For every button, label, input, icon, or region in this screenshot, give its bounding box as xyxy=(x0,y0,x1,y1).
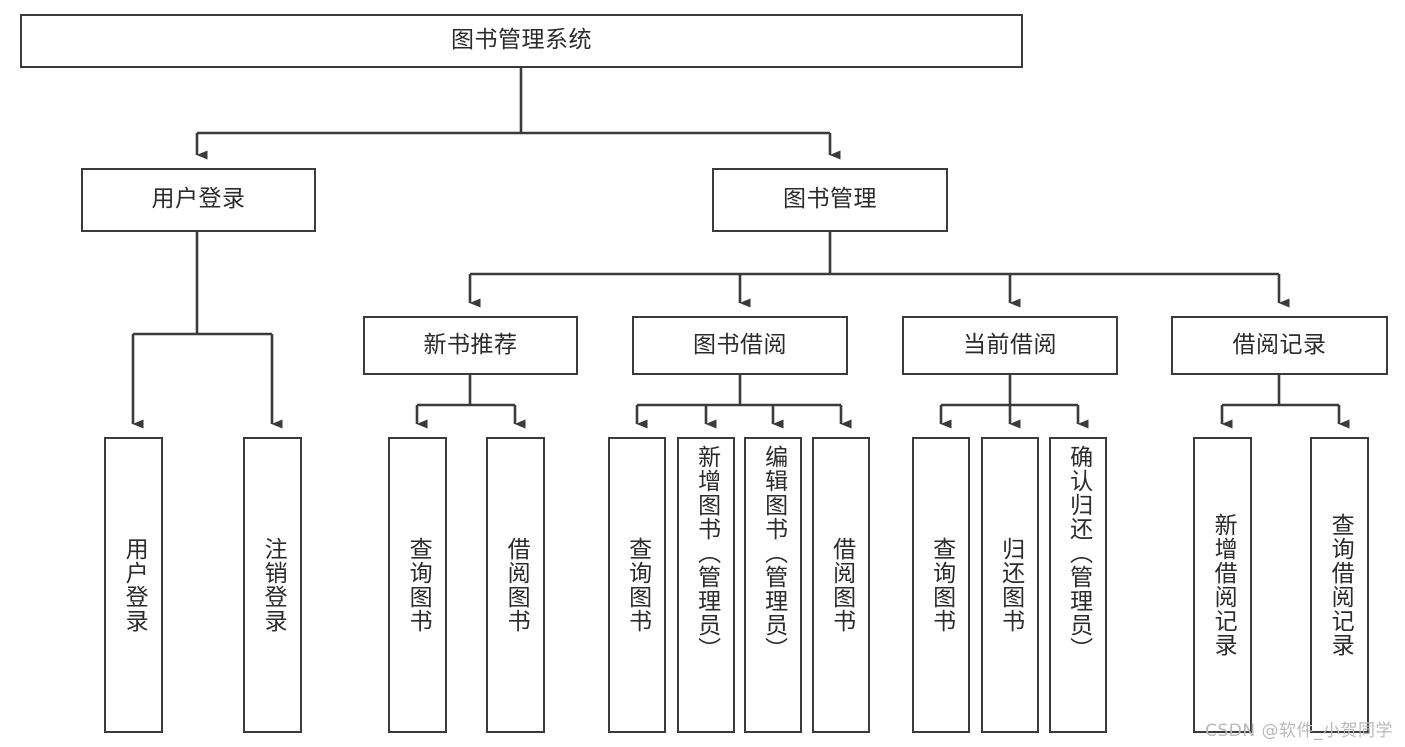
node-leaf-edit-book[interactable]: 编辑图书（管理员） xyxy=(744,437,802,733)
node-user-login[interactable]: 用户登录 xyxy=(81,168,316,232)
node-book-manage[interactable]: 图书管理 xyxy=(712,168,948,232)
node-label: 借阅图书 xyxy=(828,537,855,633)
csdn-watermark: CSDN @软件_小贺同学 xyxy=(1205,721,1393,741)
node-leaf-query-borrow-record[interactable]: 查询借阅记录 xyxy=(1310,437,1369,733)
node-leaf-query-book-recommend[interactable]: 查询图书 xyxy=(388,437,447,733)
node-label: 图书借阅 xyxy=(693,331,787,358)
node-leaf-user-logout[interactable]: 注销登录 xyxy=(243,437,302,733)
node-leaf-confirm-return[interactable]: 确认归还（管理员） xyxy=(1049,437,1107,733)
node-label: 当前借阅 xyxy=(963,331,1057,358)
node-label: 图书管理 xyxy=(783,186,877,213)
node-label: 新增借阅记录 xyxy=(1210,513,1237,657)
node-leaf-user-login[interactable]: 用户登录 xyxy=(104,437,163,733)
node-leaf-add-borrow-record[interactable]: 新增借阅记录 xyxy=(1193,437,1252,733)
node-new-book-recommend[interactable]: 新书推荐 xyxy=(363,316,578,375)
node-leaf-borrow-book-recommend[interactable]: 借阅图书 xyxy=(486,437,545,733)
node-label: 确认归还（管理员） xyxy=(1065,445,1092,661)
node-label: 借阅记录 xyxy=(1232,331,1327,358)
node-label: 新书推荐 xyxy=(423,331,518,358)
node-leaf-return-book[interactable]: 归还图书 xyxy=(981,437,1039,733)
node-current-borrow[interactable]: 当前借阅 xyxy=(902,316,1118,375)
node-label: 注销登录 xyxy=(260,537,287,633)
node-borrow-record[interactable]: 借阅记录 xyxy=(1171,316,1388,375)
node-label: 用户登录 xyxy=(151,186,246,213)
node-label: 查询图书 xyxy=(405,537,432,633)
node-leaf-query-book-borrow[interactable]: 查询图书 xyxy=(608,437,666,733)
node-leaf-borrow-book[interactable]: 借阅图书 xyxy=(812,437,870,733)
node-label: 归还图书 xyxy=(997,537,1024,633)
node-label: 查询图书 xyxy=(624,537,651,633)
node-root-book-management-system[interactable]: 图书管理系统 xyxy=(20,14,1023,68)
node-book-borrow[interactable]: 图书借阅 xyxy=(632,316,848,375)
node-label: 图书管理系统 xyxy=(451,27,592,54)
node-leaf-add-book[interactable]: 新增图书（管理员） xyxy=(677,437,735,733)
node-label: 查询借阅记录 xyxy=(1327,513,1354,657)
node-label: 用户登录 xyxy=(121,537,148,633)
node-label: 查询图书 xyxy=(928,537,955,633)
node-label: 新增图书（管理员） xyxy=(693,445,720,661)
node-leaf-query-book-current[interactable]: 查询图书 xyxy=(912,437,970,733)
node-label: 编辑图书（管理员） xyxy=(760,445,787,661)
node-label: 借阅图书 xyxy=(503,537,530,633)
